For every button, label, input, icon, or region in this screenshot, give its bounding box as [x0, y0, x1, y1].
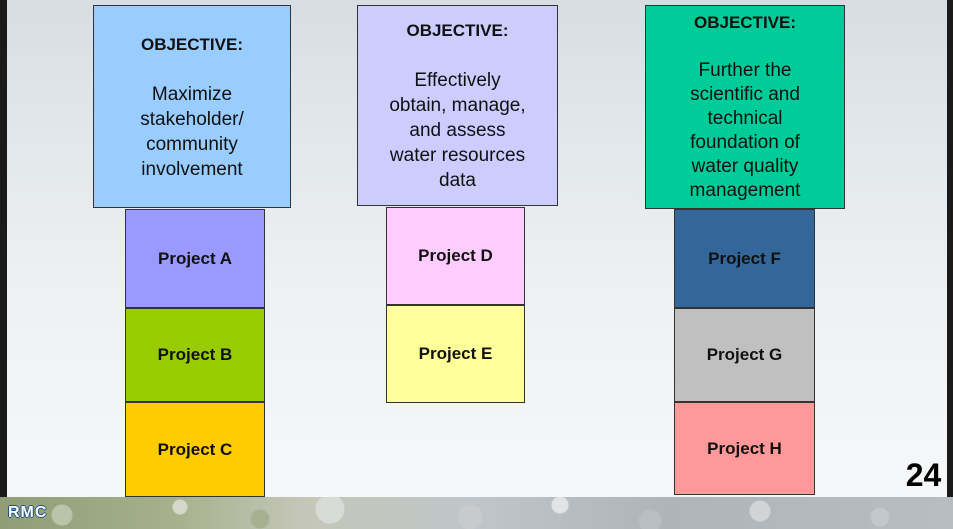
project-label: Project E [418, 344, 493, 363]
objective-label: OBJECTIVE: [406, 21, 509, 40]
objective-text: Further the scientific and technical fou… [689, 60, 801, 201]
project-b-box: Project B [125, 308, 265, 402]
project-g-box: Project G [674, 308, 815, 402]
project-label: Project C [157, 439, 233, 459]
objective-label: OBJECTIVE: [693, 13, 797, 32]
slide-frame-right [947, 0, 953, 497]
objective-box-3: OBJECTIVE: Further the scientific and te… [645, 5, 845, 209]
project-d-box: Project D [386, 207, 525, 305]
project-label: Project B [157, 345, 233, 364]
project-label: Project A [157, 248, 232, 268]
page-number: 24 [905, 457, 942, 493]
rmc-logo: RMC [8, 504, 48, 521]
footer-photo-band [0, 497, 953, 529]
objective-box-1: OBJECTIVE: Maximize stakeholder/ communi… [93, 5, 291, 208]
objective-label: OBJECTIVE: [140, 34, 243, 54]
project-label: Project D [418, 246, 493, 265]
objective-text: Maximize stakeholder/ community involvem… [140, 83, 244, 180]
project-f-box: Project F [674, 209, 815, 308]
project-a-box: Project A [125, 209, 265, 308]
project-label: Project G [706, 345, 783, 364]
project-label: Project F [708, 248, 781, 268]
project-h-box: Project H [674, 402, 815, 495]
objective-text: Effectively obtain, manage, and assess w… [389, 70, 526, 191]
project-label: Project H [707, 438, 782, 458]
project-e-box: Project E [386, 305, 525, 403]
slide-frame-left [0, 0, 7, 497]
project-c-box: Project C [125, 402, 265, 497]
objective-box-2: OBJECTIVE: Effectively obtain, manage, a… [357, 5, 558, 206]
